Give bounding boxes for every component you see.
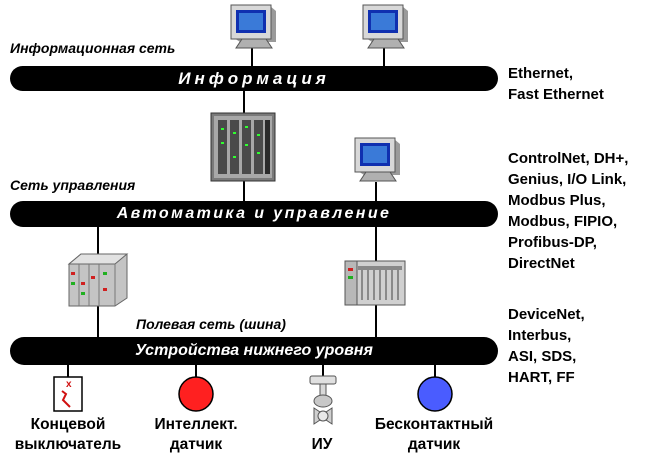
- connector-line: [434, 364, 436, 378]
- device-label-limit-switch: Концевой выключатель: [0, 415, 136, 455]
- proximity-sensor-circle: [417, 376, 453, 412]
- svg-text:x: x: [66, 379, 72, 390]
- protocol-item: Profibus-DP,: [508, 234, 597, 251]
- io-module-icon: [67, 253, 129, 307]
- actuator-valve-icon: [309, 375, 337, 425]
- smart-sensor-icon: [178, 376, 214, 412]
- connector-line: [322, 364, 324, 378]
- device-label-line: датчик: [407, 436, 461, 453]
- connector-line: [195, 364, 197, 378]
- limit-switch-icon: x: [53, 376, 83, 412]
- device-label-line: выключатель: [14, 436, 122, 453]
- device-label-actuator: ИУ: [300, 435, 344, 455]
- device-label-line: Бесконтактный: [374, 416, 494, 433]
- protocol-item: Interbus,: [508, 327, 572, 344]
- connector-line: [375, 182, 377, 202]
- protocol-item: DirectNet: [508, 255, 575, 272]
- device-label-line: датчик: [169, 436, 223, 453]
- protocol-item: Ethernet,: [508, 65, 574, 82]
- proximity-sensor-icon: [417, 376, 453, 412]
- field-network-label: Полевая сеть (шина): [136, 316, 286, 332]
- protocol-item: ControlNet, DH+,: [508, 150, 629, 167]
- protocol-item: ASI, SDS,: [508, 348, 577, 365]
- device-label-line: Интеллект.: [154, 416, 238, 433]
- plc-icon: [344, 260, 406, 306]
- field-bus-label: Устройства нижнего уровня: [135, 342, 373, 359]
- smart-sensor-circle: [178, 376, 214, 412]
- device-label-line: Концевой: [30, 416, 106, 433]
- info-protocols: Ethernet, Fast Ethernet: [508, 63, 604, 105]
- protocol-item: Fast Ethernet: [508, 86, 604, 103]
- control-protocols: ControlNet, DH+, Genius, I/O Link, Modbu…: [508, 148, 628, 274]
- info-bus-label: Информация: [178, 68, 330, 88]
- computer-icon: [354, 137, 400, 182]
- device-label-line: ИУ: [311, 436, 333, 453]
- computer-icon: [230, 4, 276, 49]
- computer-icon: [362, 4, 408, 49]
- connector-line: [383, 46, 385, 66]
- info-network-label: Информационная сеть: [10, 40, 176, 56]
- protocol-item: Modbus Plus,: [508, 192, 606, 209]
- device-label-proximity-sensor: Бесконтактный датчик: [372, 415, 496, 455]
- control-network-label: Сеть управления: [10, 177, 136, 193]
- connector-line: [251, 46, 253, 66]
- protocol-item: Genius, I/O Link,: [508, 171, 627, 188]
- control-bus-label: Автоматика и управление: [116, 205, 392, 222]
- control-bus: Автоматика и управление: [10, 201, 498, 227]
- field-protocols: DeviceNet, Interbus, ASI, SDS, HART, FF: [508, 304, 585, 388]
- info-bus: Информация: [10, 66, 498, 91]
- protocol-item: Modbus, FIPIO,: [508, 213, 618, 230]
- plc-rack-icon: [210, 112, 276, 182]
- protocol-item: HART, FF: [508, 369, 575, 386]
- field-bus: Устройства нижнего уровня: [10, 337, 498, 365]
- protocol-item: DeviceNet,: [508, 306, 585, 323]
- connector-line: [67, 364, 69, 378]
- device-label-smart-sensor: Интеллект. датчик: [146, 415, 246, 455]
